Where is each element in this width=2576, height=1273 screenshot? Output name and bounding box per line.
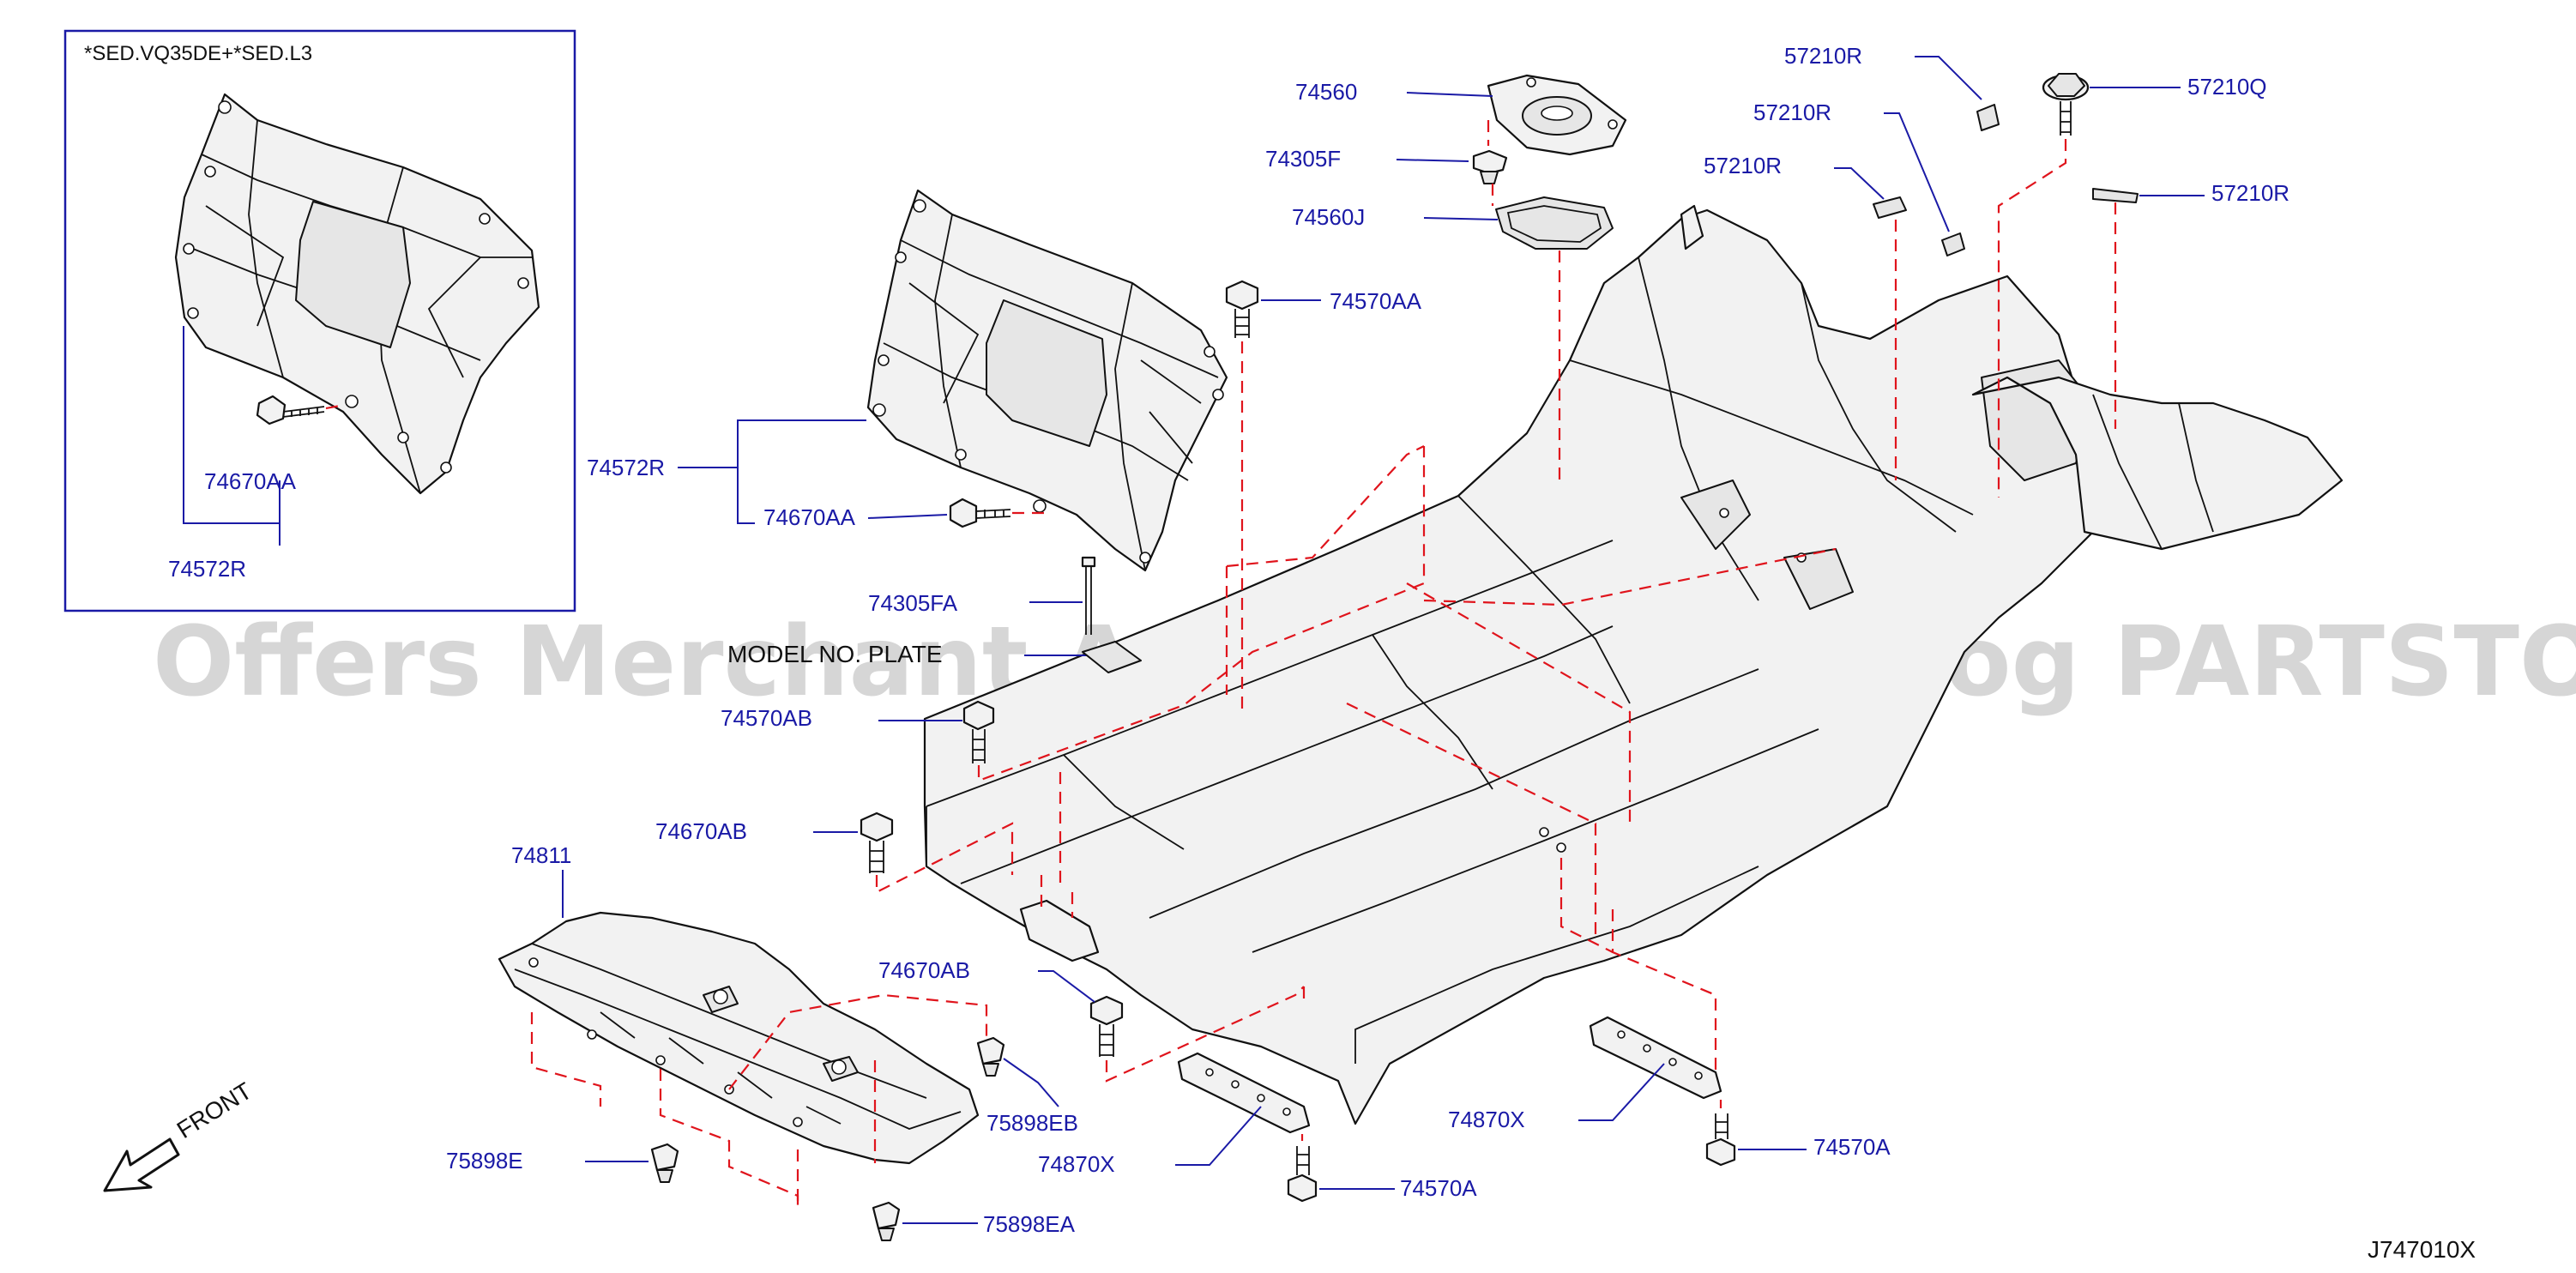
callout-74570A-right[interactable]: 74570A [1813, 1134, 1891, 1160]
callout-74570A-left[interactable]: 74570A [1400, 1175, 1477, 1201]
callout-57210R-3[interactable]: 57210R [1704, 153, 1782, 178]
model-plate-label: MODEL NO. PLATE [727, 641, 943, 667]
callout-75898E[interactable]: 75898E [446, 1148, 523, 1173]
bolt-74570A-right [1705, 1113, 1736, 1167]
plug-57210Q-part [2042, 73, 2090, 136]
model-plate-part [1082, 641, 1142, 673]
clip-74305F-part [1472, 149, 1508, 184]
bolt-74670AB-upper [860, 811, 894, 873]
callout-74870X-left[interactable]: 74870X [1038, 1151, 1115, 1177]
callout-57210R-4[interactable]: 57210R [2211, 180, 2289, 206]
pad-57210R-1 [1976, 104, 2000, 131]
cover-74560-part [1487, 74, 1627, 156]
pad-57210R-3 [1873, 196, 1907, 219]
front-label: FRONT [172, 1077, 256, 1143]
callout-74560[interactable]: 74560 [1295, 79, 1357, 105]
inset-undercover-part [174, 93, 540, 495]
callout-inset-74670AA[interactable]: 74670AA [204, 468, 297, 494]
inset-bolt-74670AA [256, 395, 325, 425]
callout-74305F[interactable]: 74305F [1265, 146, 1341, 172]
callout-74670AB-upper[interactable]: 74670AB [655, 818, 747, 844]
main-undercover-part [866, 189, 1228, 572]
callout-inset-74572R[interactable]: 74572R [168, 556, 246, 582]
diagram-id: J747010X [2368, 1236, 2476, 1263]
seal-74560J-part [1495, 196, 1614, 250]
front-arrow-icon [103, 1137, 180, 1192]
callout-75898EA[interactable]: 75898EA [983, 1211, 1076, 1237]
pad-57210R-2 [1941, 232, 1965, 256]
callout-74670AA[interactable]: 74670AA [763, 504, 856, 530]
bolt-74670AB-lower [1089, 995, 1124, 1057]
callout-74870X-right[interactable]: 74870X [1448, 1107, 1525, 1132]
callout-74570AB[interactable]: 74570AB [721, 705, 812, 731]
callout-74305FA[interactable]: 74305FA [868, 590, 958, 616]
inset-panel: *SED.VQ35DE+*SED.L3 7467 [63, 29, 576, 612]
callout-74560J[interactable]: 74560J [1292, 204, 1365, 230]
clip-75898E-part [650, 1143, 679, 1183]
bolt-74570AA [1225, 280, 1259, 338]
clip-75898EB-part [976, 1036, 1005, 1077]
bracket-74870X-left [1177, 1052, 1311, 1134]
callout-74670AB-lower[interactable]: 74670AB [878, 957, 970, 983]
inset-title: *SED.VQ35DE+*SED.L3 [84, 42, 312, 65]
bolt-74670AA [949, 498, 1011, 528]
callout-57210Q[interactable]: 57210Q [2187, 74, 2267, 100]
callout-74570AA[interactable]: 74570AA [1330, 288, 1422, 314]
bolt-74570AB [962, 700, 995, 763]
clip-75898EA-part [872, 1201, 901, 1241]
bracket-74870X-right [1589, 1016, 1722, 1100]
callout-75898EB[interactable]: 75898EB [986, 1110, 1078, 1136]
callout-57210R-2[interactable]: 57210R [1753, 100, 1831, 125]
callout-74811[interactable]: 74811 [511, 842, 571, 868]
floor-panel-part [923, 204, 2344, 1125]
bolt-74570A-left [1287, 1146, 1318, 1203]
callout-57210R-1[interactable]: 57210R [1784, 43, 1862, 69]
callout-74572R[interactable]: 74572R [587, 455, 665, 480]
pin-74305FA-part [1081, 556, 1096, 635]
front-cover-74811-part [498, 911, 980, 1165]
pad-57210R-4 [2092, 188, 2139, 203]
